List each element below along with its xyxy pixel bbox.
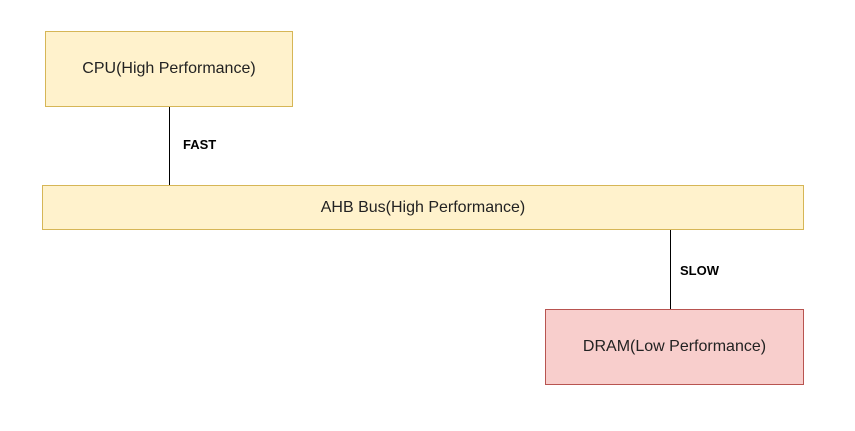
connector-cpu-bus: [169, 107, 170, 185]
ahb-bus-node-label: AHB Bus(High Performance): [320, 198, 526, 216]
cpu-node-label: CPU(High Performance): [82, 60, 256, 77]
dram-node-label: DRAM(Low Performance): [582, 338, 767, 355]
ahb-bus-node[interactable]: AHB Bus(High Performance): [42, 185, 804, 230]
cpu-node[interactable]: CPU(High Performance): [45, 31, 293, 107]
connector-bus-dram: [670, 230, 671, 309]
edge-label-slow: SLOW: [680, 263, 719, 278]
dram-node[interactable]: DRAM(Low Performance): [545, 309, 804, 385]
edge-label-fast: FAST: [183, 137, 217, 152]
